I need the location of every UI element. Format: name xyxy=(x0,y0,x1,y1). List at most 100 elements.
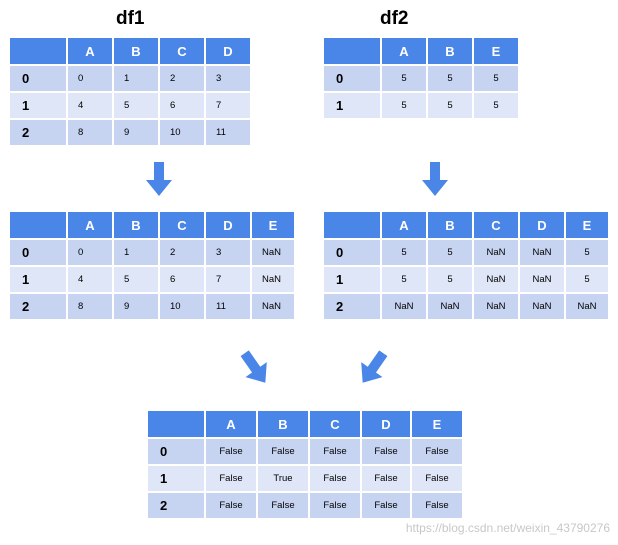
table-cell: 0 xyxy=(68,66,112,91)
table-cell: NaN xyxy=(520,267,564,292)
table-cell: False xyxy=(310,439,360,464)
diagonal-down-right-arrow-icon xyxy=(240,350,267,383)
table-cell: True xyxy=(258,466,308,491)
table-cell: False xyxy=(412,466,462,491)
table-cell: NaN xyxy=(566,294,608,319)
down-arrow-icon xyxy=(146,162,172,196)
column-header: D xyxy=(206,38,250,64)
corner-cell xyxy=(148,411,204,437)
table-cell: 5 xyxy=(428,66,472,91)
row-index: 0 xyxy=(10,66,66,91)
table-cell: 11 xyxy=(206,120,250,145)
row-index: 0 xyxy=(324,66,380,91)
table-cell: NaN xyxy=(520,294,564,319)
column-header: C xyxy=(310,411,360,437)
table-cell: NaN xyxy=(252,267,294,292)
table-cell: 5 xyxy=(474,66,518,91)
table-cell: NaN xyxy=(474,267,518,292)
table-cell: 3 xyxy=(206,240,250,265)
row-index: 2 xyxy=(10,120,66,145)
column-header: B xyxy=(114,38,158,64)
down-arrow-icon xyxy=(422,162,448,196)
row-index: 1 xyxy=(10,93,66,118)
column-header: A xyxy=(382,38,426,64)
table-cell: 10 xyxy=(160,294,204,319)
column-header: C xyxy=(474,212,518,238)
table-cell: 8 xyxy=(68,294,112,319)
table-cell: 8 xyxy=(68,120,112,145)
row-index: 1 xyxy=(324,93,380,118)
table-cell: 5 xyxy=(428,93,472,118)
table-cell: NaN xyxy=(252,240,294,265)
table-cell: False xyxy=(258,439,308,464)
table-cell: False xyxy=(206,466,256,491)
table-cell: 10 xyxy=(160,120,204,145)
table-cell: False xyxy=(310,493,360,518)
table-cell: 5 xyxy=(566,267,608,292)
column-header: A xyxy=(206,411,256,437)
column-header: E xyxy=(474,38,518,64)
column-header: E xyxy=(252,212,294,238)
column-header: B xyxy=(428,212,472,238)
table-cell: 6 xyxy=(160,267,204,292)
table-cell: 6 xyxy=(160,93,204,118)
column-header: A xyxy=(68,212,112,238)
table-cell: 1 xyxy=(114,240,158,265)
corner-cell xyxy=(324,38,380,64)
row-index: 0 xyxy=(324,240,380,265)
table-cell: 5 xyxy=(428,267,472,292)
table-cell: 5 xyxy=(114,93,158,118)
row-index: 1 xyxy=(148,466,204,491)
table-cell: 0 xyxy=(68,240,112,265)
row-index: 0 xyxy=(10,240,66,265)
row-index: 1 xyxy=(324,267,380,292)
table-cell: 7 xyxy=(206,267,250,292)
corner-cell xyxy=(10,38,66,64)
table-cell: 5 xyxy=(382,66,426,91)
table-cell: False xyxy=(258,493,308,518)
table-cell: 5 xyxy=(566,240,608,265)
column-header: B xyxy=(428,38,472,64)
table-cell: 5 xyxy=(428,240,472,265)
table-cell: NaN xyxy=(382,294,426,319)
column-header: D xyxy=(362,411,410,437)
table-cell: False xyxy=(362,466,410,491)
table-cell: False xyxy=(362,439,410,464)
table-cell: NaN xyxy=(520,240,564,265)
table-cell: 4 xyxy=(68,93,112,118)
table-cell: False xyxy=(310,466,360,491)
column-header: D xyxy=(206,212,250,238)
table-cell: 5 xyxy=(474,93,518,118)
table-cell: 1 xyxy=(114,66,158,91)
table-cell: NaN xyxy=(474,294,518,319)
table-cell: NaN xyxy=(474,240,518,265)
column-header: A xyxy=(382,212,426,238)
corner-cell xyxy=(324,212,380,238)
table-cell: False xyxy=(412,493,462,518)
table-cell: False xyxy=(362,493,410,518)
df1-title: df1 xyxy=(116,8,145,29)
table-cell: 9 xyxy=(114,294,158,319)
column-header: A xyxy=(68,38,112,64)
table-cell: False xyxy=(412,439,462,464)
table-cell: False xyxy=(206,493,256,518)
row-index: 2 xyxy=(10,294,66,319)
table-cell: 2 xyxy=(160,240,204,265)
df2-title: df2 xyxy=(380,8,409,29)
row-index: 2 xyxy=(148,493,204,518)
table-cell: 2 xyxy=(160,66,204,91)
